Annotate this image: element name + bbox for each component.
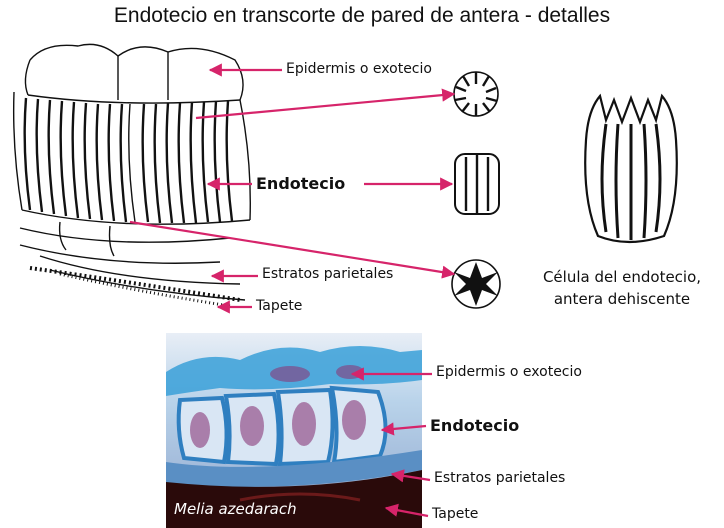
cell-side-view-diagram [455,154,499,214]
caption-line-1: Célula del endotecio, [520,266,724,288]
dehiscent-cell-diagram [585,96,677,242]
species-caption: Melia azedarach [174,500,297,518]
cell-top-view-diagram [454,72,498,116]
label-tapete-drawing: Tapete [256,298,302,314]
label-epidermis-photo: Epidermis o exotecio [436,364,582,380]
label-epidermis-drawing: Epidermis o exotecio [286,61,432,77]
caption-line-2: antera dehiscente [520,288,724,310]
cell-base-view-diagram [452,260,500,308]
label-endotecio-drawing: Endotecio [256,174,345,193]
label-tapete-photo: Tapete [432,506,478,522]
wall-section-drawing [14,44,251,306]
label-estratos-photo: Estratos parietales [434,470,565,486]
dehiscent-cell-caption: Célula del endotecio, antera dehiscente [520,266,724,310]
label-endotecio-photo: Endotecio [430,416,519,435]
label-estratos-drawing: Estratos parietales [262,266,393,282]
